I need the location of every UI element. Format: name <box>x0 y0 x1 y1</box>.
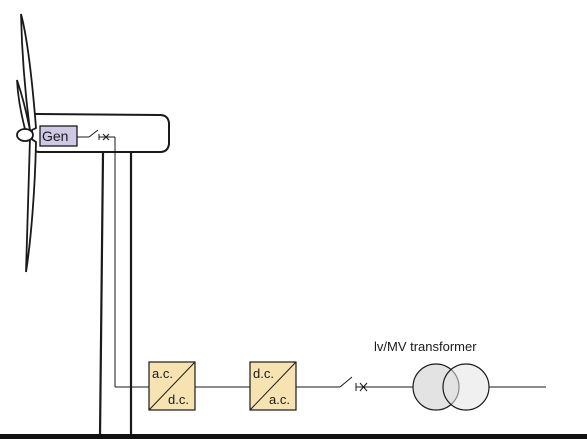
blade-side <box>16 79 31 135</box>
nacelle-wiring <box>77 129 149 388</box>
converter-ac-dc-top-label: a.c. <box>152 366 173 381</box>
converter-ac-dc-bottom-label: d.c. <box>168 392 189 407</box>
transformer: lv/MV transformer <box>374 339 546 411</box>
hub <box>16 128 34 142</box>
generator-box <box>39 125 78 147</box>
transformer-label: lv/MV transformer <box>374 339 477 354</box>
blade-lower <box>25 136 37 273</box>
converter-dc-ac-top-label: d.c. <box>253 366 274 381</box>
ground-line <box>0 434 587 439</box>
generator: Gen <box>39 125 78 147</box>
rotor-blades <box>16 13 37 273</box>
converter-dc-ac: d.c. a.c. <box>249 361 297 411</box>
tower <box>98 152 133 437</box>
transformer-winding-secondary <box>442 363 490 411</box>
converter-dc-ac-bottom-label: a.c. <box>269 392 290 407</box>
converter-ac-dc: a.c. d.c. <box>148 361 196 411</box>
output-wiring <box>296 376 413 392</box>
blade-upper <box>20 13 37 133</box>
generator-label: Gen <box>42 128 68 144</box>
